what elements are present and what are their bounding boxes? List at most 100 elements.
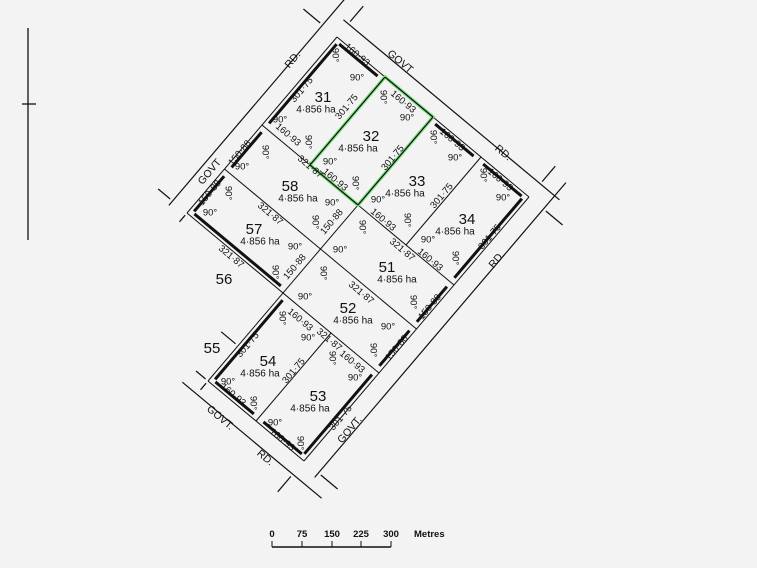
frontage-line — [267, 43, 338, 125]
frontage-line — [213, 299, 284, 381]
lot-number: 56 — [216, 271, 233, 288]
lot-number[interactable]: 52 — [340, 300, 357, 317]
road-line — [220, 331, 236, 345]
lot-boundary-line — [186, 36, 338, 214]
dimension-label: 160·93 — [415, 246, 445, 273]
lot-number[interactable]: 32 — [363, 128, 380, 145]
lot-area: 4·856 ha — [290, 404, 330, 415]
dimension-label: 160·93 — [485, 166, 515, 193]
lot-number[interactable]: 58 — [282, 178, 299, 195]
lot-area: 4·856 ha — [385, 189, 425, 200]
dimension-label: 90° — [323, 157, 338, 168]
dimension-label: 90° — [449, 251, 460, 266]
lot-number: 55 — [204, 340, 221, 357]
dimension-label: 90° — [309, 215, 320, 230]
lot-number[interactable]: 57 — [246, 221, 263, 238]
dimension-label: 301·75 — [428, 181, 455, 211]
scale-label: 300 — [383, 529, 399, 540]
frontage-line — [262, 420, 303, 456]
dimension-label: 90° — [407, 295, 418, 310]
scale-label: 150 — [324, 529, 340, 540]
road-name: RD. — [486, 249, 507, 271]
scale-bar: 0 75 150 225 300 Metres — [269, 529, 445, 548]
dimension-label: 90° — [371, 195, 386, 206]
road-name: RD. — [282, 49, 303, 71]
lot-area: 4·856 ha — [296, 105, 336, 116]
frontage-line — [193, 212, 282, 288]
scale-unit: Metres — [414, 529, 445, 540]
lot-boundary-line — [255, 332, 332, 422]
lot-area: 4·856 ha — [278, 194, 318, 205]
dimension-label: 150·88 — [383, 333, 410, 363]
road-name: RD. — [254, 447, 276, 468]
dimension-label: 90° — [259, 145, 270, 160]
dimension-label: 90° — [269, 265, 280, 280]
frontage-line — [214, 380, 255, 416]
dimension-label: 150·88 — [318, 207, 345, 237]
lot-number[interactable]: 51 — [379, 259, 396, 276]
road-line — [343, 19, 560, 201]
lot-number[interactable]: 54 — [260, 353, 277, 370]
frontage-line — [192, 175, 226, 213]
dimension-label: 90° — [401, 213, 412, 228]
dimension-label: 90° — [350, 73, 365, 84]
lot-32-outline — [309, 76, 386, 166]
frontage-line — [482, 162, 523, 198]
dimension-label: 90° — [325, 198, 340, 209]
lot-area: 4·856 ha — [377, 275, 417, 286]
lot-area: 4·856 ha — [333, 316, 373, 327]
frontage-line — [415, 285, 449, 323]
dimension-label: 160·93 — [437, 126, 467, 153]
lot-boundary-line — [405, 156, 482, 246]
lot-area: 4·856 ha — [240, 369, 280, 380]
scale-label: 0 — [269, 529, 274, 540]
lot-32-outline — [309, 164, 359, 206]
road-line — [320, 474, 338, 490]
dimension-label: 150·88 — [416, 292, 443, 322]
dimension-label: 160·93 — [267, 426, 297, 453]
dimension-label: 301·75 — [379, 143, 406, 173]
dimension-label: 90° — [381, 322, 396, 333]
road-line — [545, 210, 563, 226]
dimension-label: 90° — [349, 176, 360, 191]
dimension-label: 90° — [247, 396, 258, 411]
dimension-label: 90° — [302, 135, 313, 150]
dimension-label: 90° — [235, 162, 250, 173]
dimension-label: 301·75 — [333, 92, 360, 122]
dimension-label: 160·93 — [285, 306, 315, 333]
lot-boundary-line — [224, 168, 321, 250]
lot-boundary-line — [303, 196, 530, 462]
dimension-label: 160·93 — [368, 206, 398, 233]
lot-number[interactable]: 31 — [315, 89, 332, 106]
frontage-line — [453, 197, 524, 279]
road-line — [303, 8, 321, 24]
dimension-label: 90° — [477, 168, 488, 183]
road-line — [179, 214, 186, 223]
lot-number[interactable]: 33 — [409, 173, 426, 190]
dimension-label: 90° — [317, 266, 328, 281]
dimension-label: 90° — [367, 343, 378, 358]
road-line — [349, 5, 364, 22]
dimension-label: 301·75 — [280, 356, 307, 386]
dimension-label: 90° — [326, 351, 337, 366]
dimension-label: 90° — [294, 436, 305, 451]
frontage-line — [230, 131, 263, 169]
dimension-label: 90° — [329, 48, 340, 63]
road-name: GOVT — [385, 48, 416, 77]
dimension-label: 90° — [276, 311, 287, 326]
north-line — [22, 28, 36, 240]
frontage-line — [434, 122, 475, 158]
lot-number[interactable]: 53 — [310, 388, 327, 405]
road-name: RD. — [492, 142, 514, 163]
dimension-label: 90° — [268, 418, 283, 429]
lot-number[interactable]: 34 — [459, 211, 476, 228]
lot-32-outline — [384, 76, 434, 118]
dimension-label: 160·93 — [342, 41, 372, 68]
dimension-label: 90° — [301, 333, 316, 344]
dimension-label: 90° — [427, 130, 438, 145]
road-line — [195, 370, 206, 380]
lot-boundary-line — [320, 248, 417, 330]
dimension-label: 90° — [221, 377, 236, 388]
